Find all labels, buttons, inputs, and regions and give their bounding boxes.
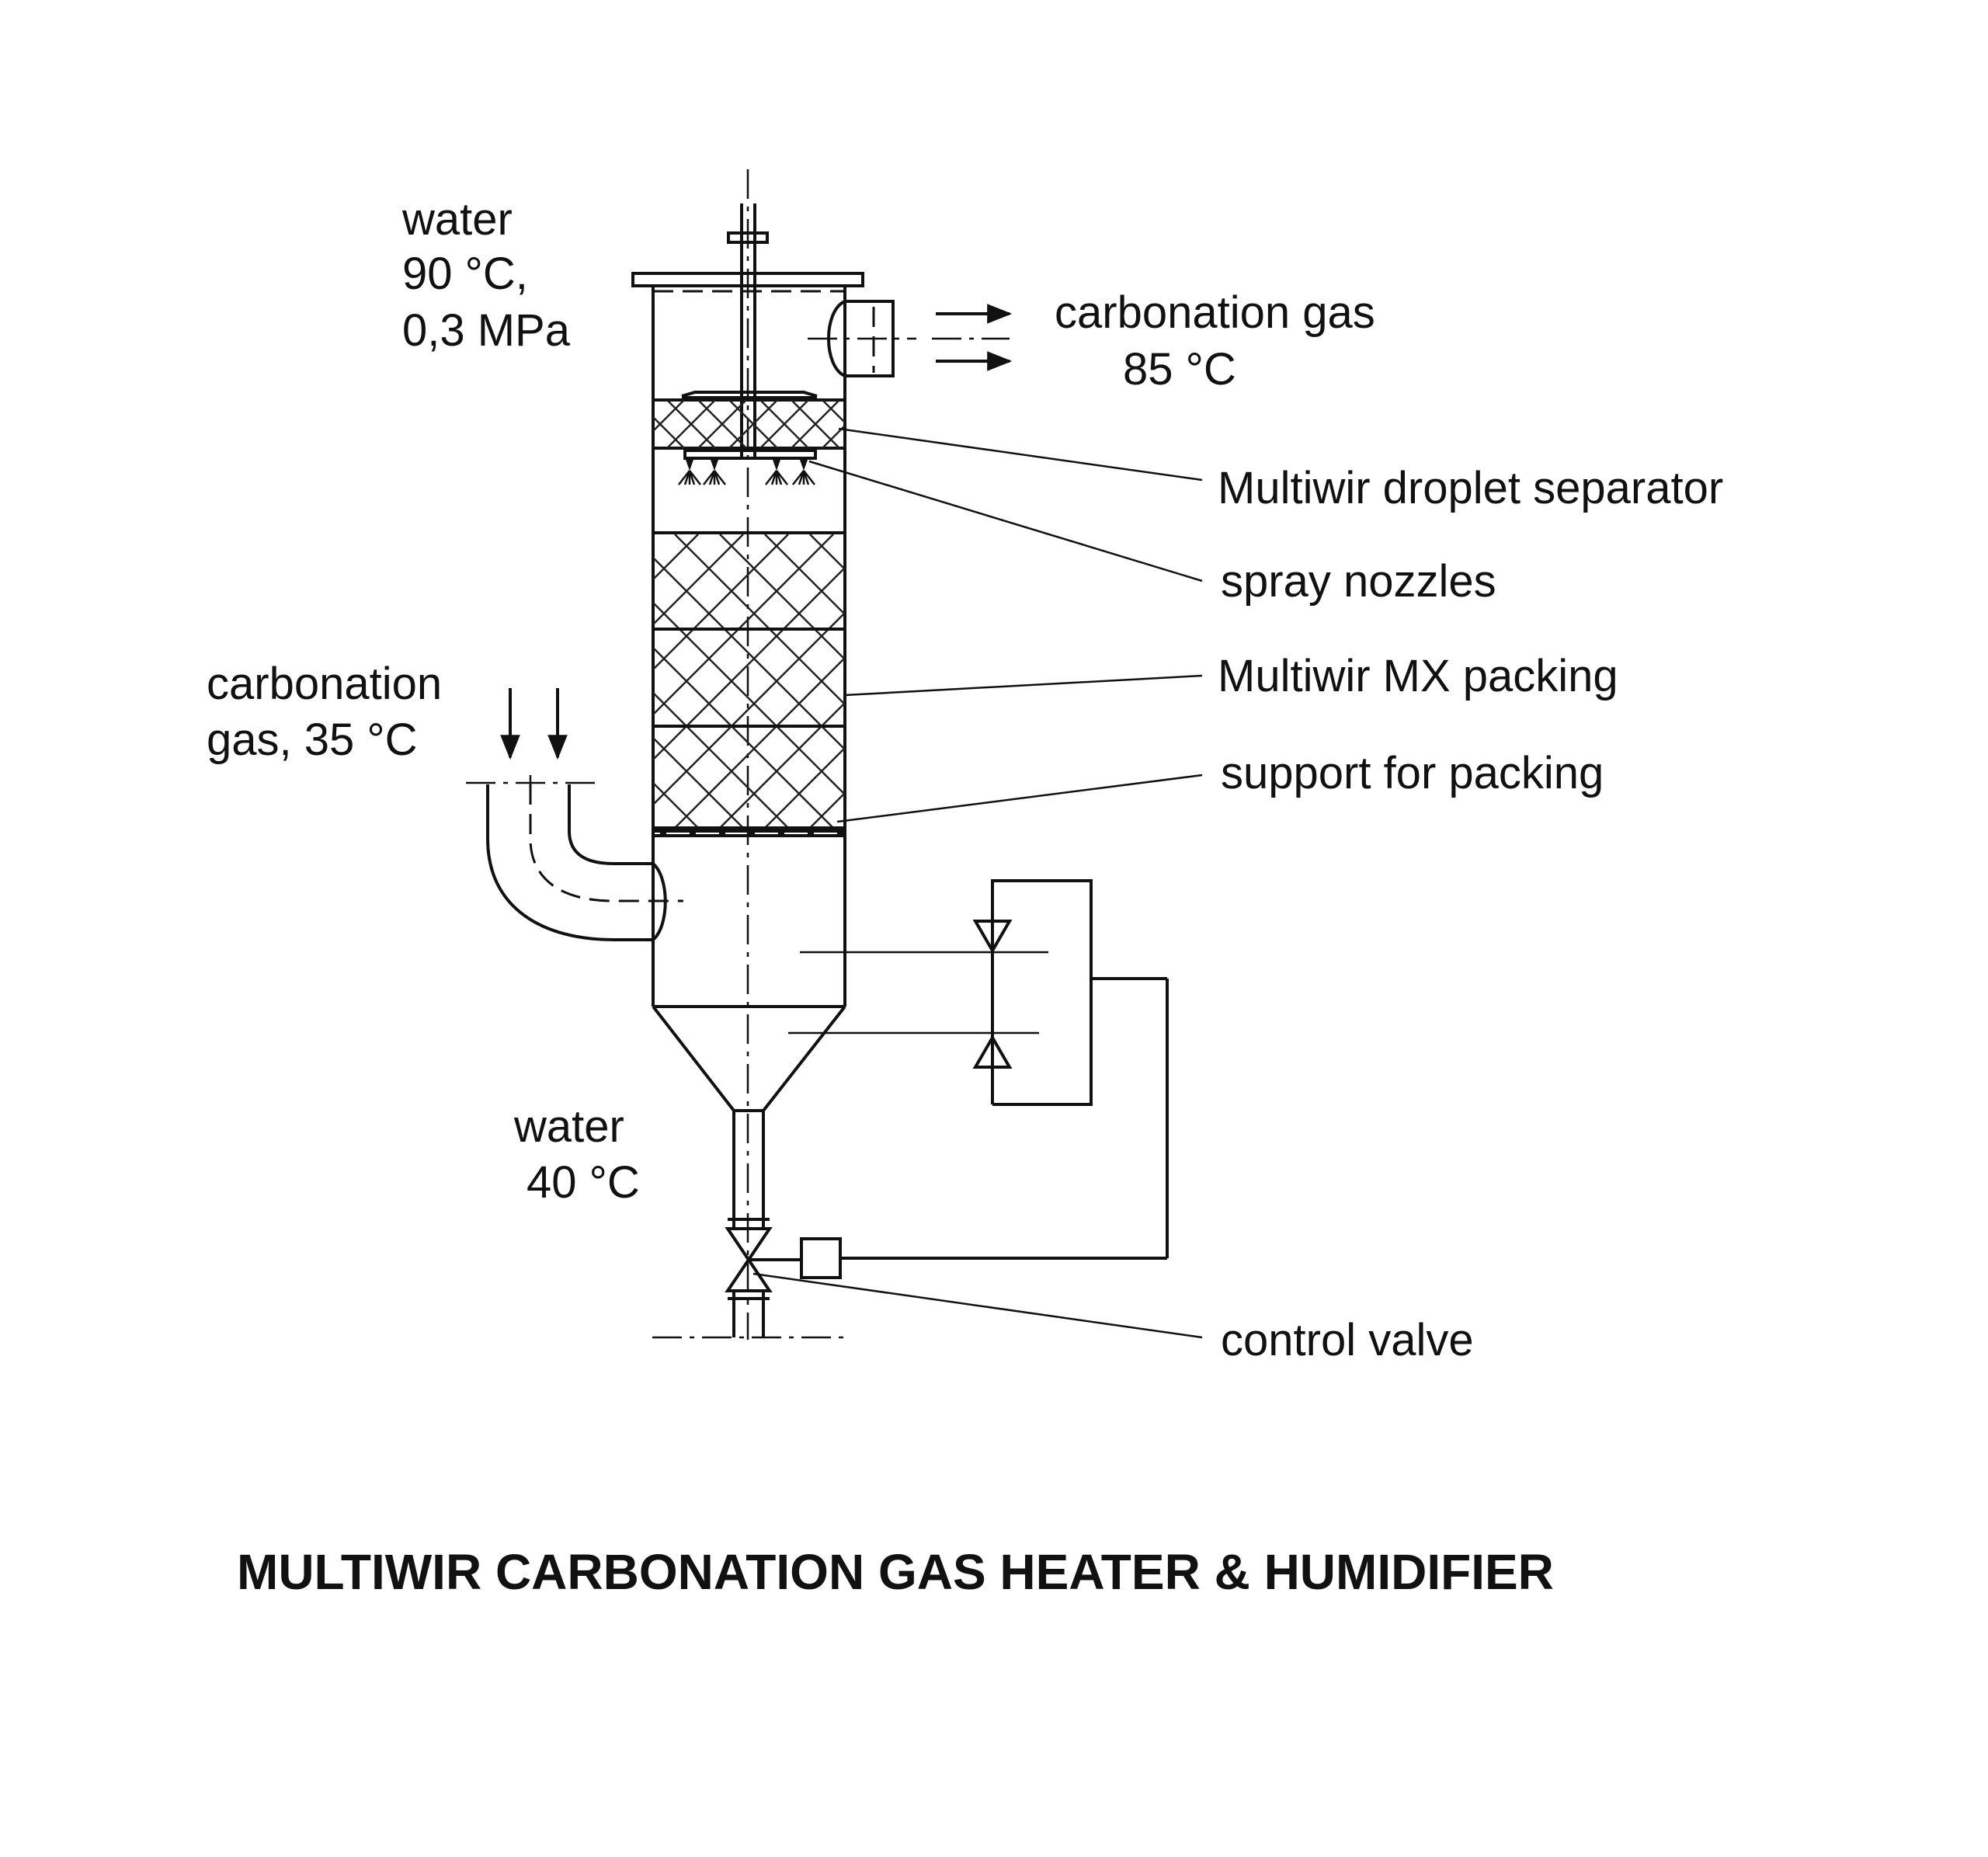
water-out-line-1: water <box>513 1101 624 1152</box>
distributor-plate <box>681 391 818 399</box>
callout-mx-packing: Multiwir MX packing <box>1218 651 1618 701</box>
water-out-line-2: 40 °C <box>527 1157 640 1208</box>
level-controller <box>788 879 1093 1106</box>
packing-support <box>653 829 845 837</box>
spray-nozzles <box>678 449 817 485</box>
gas-out-line-1: carbonation gas <box>1055 287 1375 338</box>
droplet-separator <box>652 398 846 450</box>
callout-droplet-separator: Multiwir droplet separator <box>1218 463 1723 513</box>
diagram-title: MULTIWIR CARBONATION GAS HEATER & HUMIDI… <box>237 1544 1554 1600</box>
callout-packing-support: support for packing <box>1221 748 1604 798</box>
gas-in-line-1: carbonation <box>207 659 442 709</box>
gas-inlet-elbow <box>466 775 683 941</box>
callout-spray-nozzles: spray nozzles <box>1221 556 1496 607</box>
water-in-line-1: water <box>401 194 513 245</box>
top-shaft <box>727 203 769 460</box>
mx-packing <box>653 534 845 829</box>
water-in-line-3: 0,3 MPa <box>402 305 571 356</box>
gas-outlet-nozzle <box>808 300 916 377</box>
water-in-line-2: 90 °C, <box>402 249 528 299</box>
callout-control-valve: control valve <box>1221 1315 1474 1365</box>
leader-lines <box>752 427 1203 1339</box>
gas-out-line-2: 85 °C <box>1123 344 1236 395</box>
control-valve <box>725 977 1169 1292</box>
water-outlet-pipe <box>652 1111 846 1339</box>
top-flange <box>631 272 864 287</box>
gas-in-line-2: gas, 35 °C <box>207 715 417 765</box>
